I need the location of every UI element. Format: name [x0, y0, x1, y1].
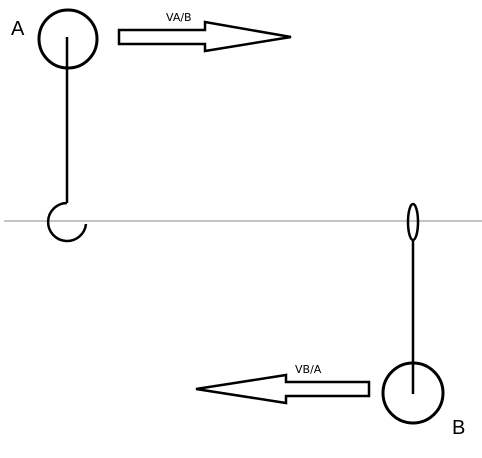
label-vb-a: VB/A: [295, 363, 322, 376]
body-b-ellipse: [406, 202, 420, 242]
arrow-va-b: [117, 20, 292, 53]
label-a: A: [11, 18, 25, 40]
body-b: [381, 202, 445, 425]
body-a: [37, 8, 99, 243]
label-va-b: VA/B: [166, 11, 192, 24]
label-b: B: [452, 417, 465, 439]
body-a-hook: [46, 201, 88, 243]
arrow-vb-a: [195, 373, 371, 405]
